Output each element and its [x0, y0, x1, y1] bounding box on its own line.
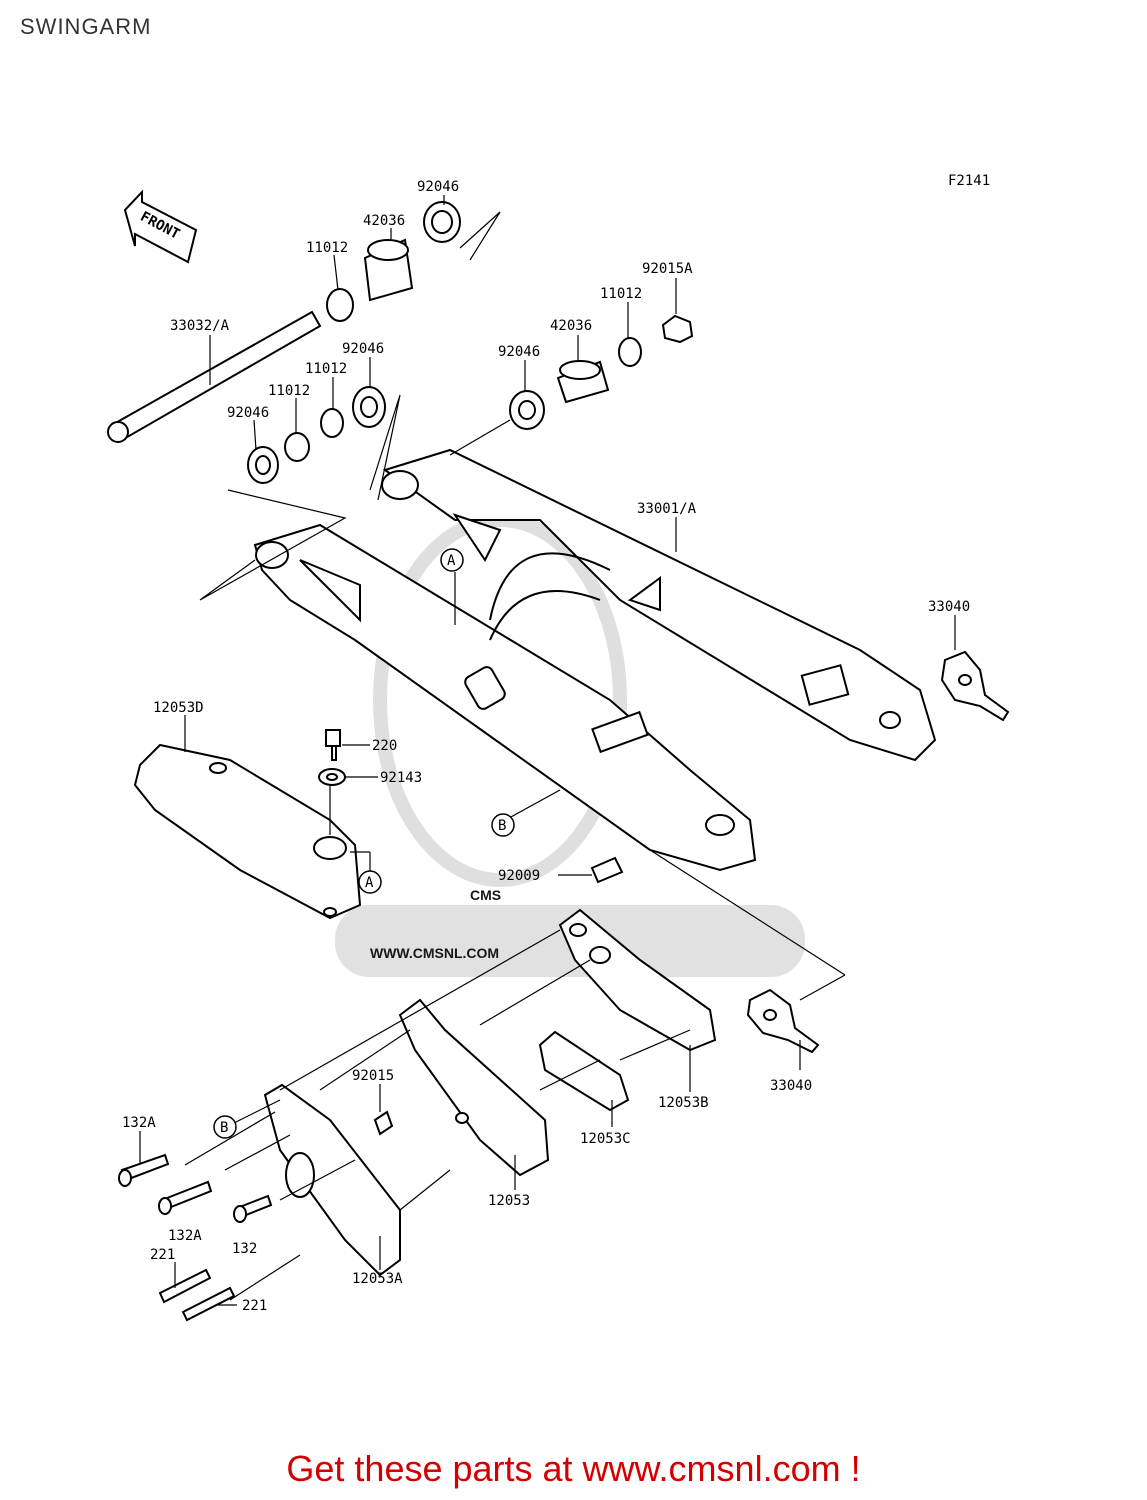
- watermark-url: WWW.CMSNL.COM: [370, 945, 499, 961]
- ref-marker-B1: B: [491, 813, 515, 837]
- pivot-shaft: [107, 310, 322, 443]
- callout-92046-left: 92046: [227, 405, 269, 421]
- callout-92046-mid: 92046: [342, 341, 384, 357]
- callout-12053B: 12053B: [658, 1095, 709, 1111]
- callout-33032A: 33032/A: [170, 318, 230, 334]
- small-hardware: [318, 729, 624, 1136]
- callout-33040-top: 33040: [928, 599, 970, 615]
- callout-12053: 12053: [488, 1193, 530, 1209]
- watermark-logo: CMS: [470, 887, 501, 903]
- part-callouts: 92046 42036 11012 33032/A 92046 11012 11…: [122, 179, 970, 1314]
- svg-text:A: A: [365, 875, 374, 891]
- swingarm-exploded-diagram: CMS WWW.CMSNL.COM FRONT F2141: [107, 173, 1010, 1322]
- swingarm-body: [253, 448, 937, 872]
- callout-92015: 92015: [352, 1068, 394, 1084]
- bearings-and-collars: [247, 201, 694, 484]
- callout-11012-right: 11012: [600, 286, 642, 302]
- svg-text:B: B: [220, 1120, 228, 1136]
- chain-slider-12053D: [133, 743, 362, 920]
- callout-11012-mid: 11012: [305, 361, 347, 377]
- callout-12053A: 12053A: [352, 1271, 403, 1287]
- callout-11012-left: 11012: [268, 383, 310, 399]
- callout-92046-right: 92046: [498, 344, 540, 360]
- callout-11012-top: 11012: [306, 240, 348, 256]
- callout-221-1: 221: [150, 1247, 175, 1263]
- callout-92046-top: 92046: [417, 179, 459, 195]
- ref-marker-A1: A: [440, 548, 464, 572]
- cta-link[interactable]: Get these parts at www.cmsnl.com !: [286, 1448, 861, 1489]
- callout-92143: 92143: [380, 770, 422, 786]
- front-arrow-icon: FRONT: [123, 189, 198, 264]
- ref-marker-B2: B: [213, 1115, 237, 1139]
- chain-adjuster-plates: [746, 650, 1010, 1054]
- callout-12053C: 12053C: [580, 1131, 631, 1147]
- callout-42036-top: 42036: [363, 213, 405, 229]
- callout-221-2: 221: [242, 1298, 267, 1314]
- svg-text:A: A: [447, 553, 456, 569]
- ref-marker-A2: A: [358, 870, 382, 894]
- chain-guide-assembly: [263, 908, 717, 1277]
- callout-92009: 92009: [498, 868, 540, 884]
- callout-33040-bottom: 33040: [770, 1078, 812, 1094]
- bolts: [118, 1153, 273, 1322]
- assembly-lines-lower: [184, 929, 691, 1301]
- callout-220: 220: [372, 738, 397, 754]
- callout-92015A: 92015A: [642, 261, 693, 277]
- callout-33001A: 33001/A: [637, 501, 697, 517]
- callout-42036-right: 42036: [550, 318, 592, 334]
- page-title: SWINGARM: [20, 14, 152, 39]
- alignment-lines: [199, 211, 846, 1001]
- callout-132A-2: 132A: [168, 1228, 202, 1244]
- callout-leaders: [139, 195, 956, 1306]
- callout-12053D: 12053D: [153, 700, 204, 716]
- callout-132: 132: [232, 1241, 257, 1257]
- figure-code: F2141: [948, 173, 990, 189]
- callout-132A-1: 132A: [122, 1115, 156, 1131]
- svg-text:B: B: [498, 818, 506, 834]
